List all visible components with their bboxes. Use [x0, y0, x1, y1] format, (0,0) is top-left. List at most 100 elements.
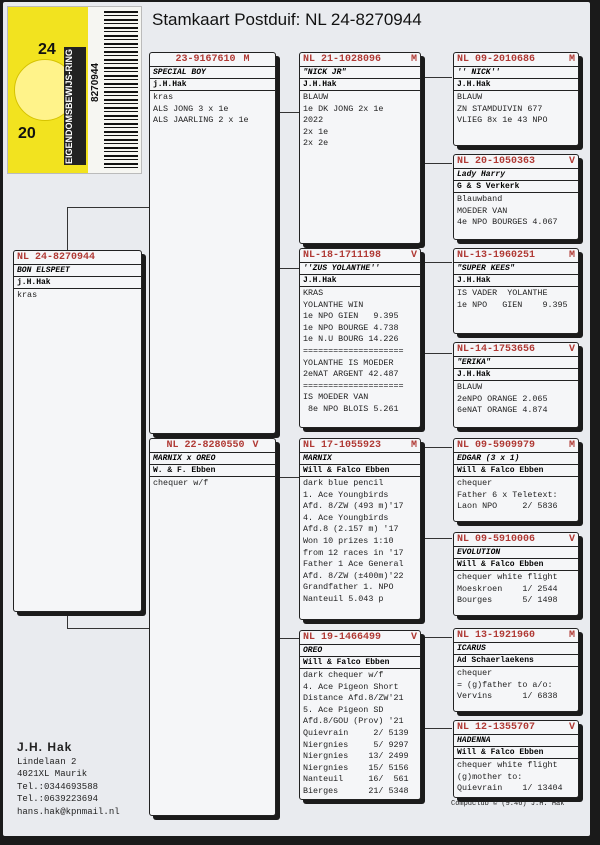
info-line: kras: [153, 92, 174, 102]
info-line: 2x 1e: [303, 126, 329, 137]
connector: [273, 112, 300, 269]
info-line: Quievrain 2/ 5139: [303, 727, 409, 738]
ring-number: NL 13-1921960: [457, 630, 536, 641]
owner: W. & F. Ebben: [150, 465, 275, 477]
ring-number: NL 24-8270944: [17, 252, 96, 263]
info-line: Bourges 5/ 1498: [457, 595, 558, 606]
owner: J.H.Hak: [454, 79, 578, 91]
info-line: 1e N.U BOURG 14.226: [303, 334, 399, 345]
info-line: BLAUW: [303, 92, 329, 102]
sex: M: [568, 54, 575, 65]
ring-number: NL 09-5910006: [457, 534, 536, 545]
info-line: Blauwband: [457, 194, 503, 204]
footer-credit: Compuclub © (9.46) J.H. Hak: [451, 800, 565, 808]
sex: V: [252, 440, 259, 451]
sex: M: [568, 250, 575, 261]
info-line: dark chequer w/f: [303, 670, 384, 680]
info-line: 8e NPO BLOIS 5.261: [303, 403, 399, 414]
info-line: Niergnies 15/ 5156: [303, 762, 409, 773]
pigeon-name: HADENNA: [454, 734, 578, 747]
ring-number: NL 20-1050363: [457, 156, 536, 167]
info-line: KRAS: [303, 288, 324, 298]
info-line: ALS JONG 3 x 1e: [153, 103, 229, 114]
info-line: kras: [17, 290, 38, 300]
owner: Will & Falco Ebben: [454, 559, 578, 571]
owner: G & S Verkerk: [454, 181, 578, 193]
ring-number: NL 12-1355707: [457, 722, 536, 733]
owner: Will & Falco Ebben: [454, 465, 578, 477]
sex: V: [410, 632, 417, 643]
pigeon-name: "SUPER KEES": [454, 262, 578, 275]
ring-number: 23-9167610: [175, 54, 236, 65]
breeder-info: J.H. Hak Lindelaan 2 4021XL Maurik Tel.:…: [17, 738, 120, 818]
info-line: 2022: [303, 115, 324, 126]
info-line: chequer white flight: [457, 760, 558, 770]
info-line: dark blue pencil: [303, 478, 384, 488]
info-line: 1. Ace Youngbirds: [303, 489, 389, 500]
info-line: 1e NPO BOURGE 4.738: [303, 322, 399, 333]
info-line: Distance Afd.8/ZW'21: [303, 693, 404, 704]
info-line: Afd.8/GOU (Prov) '21: [303, 716, 404, 727]
sticker-barcode-icon: [104, 11, 138, 171]
sex: V: [568, 722, 575, 733]
info-line: MOEDER VAN: [457, 205, 508, 216]
ring-number: NL 19-1466499: [303, 632, 382, 643]
info-line: 5. Ace Pigeon SD: [303, 704, 384, 715]
sex: M: [243, 54, 250, 65]
info-line: chequer white flight: [457, 572, 558, 582]
breeder-address: Lindelaan 2: [17, 757, 77, 767]
ring-number: NL-18-1711198: [303, 250, 382, 261]
pigeon-name: BON ELSPEET: [14, 264, 141, 277]
pigeon-card-subject[interactable]: NL 24-8270944 BON ELSPEET j.H.Hak kras: [13, 250, 142, 612]
connector: [419, 262, 452, 354]
sex: V: [568, 534, 575, 545]
breeder-email[interactable]: hans.hak@kpnmail.nl: [17, 806, 120, 817]
info-line: (g)mother to:: [457, 771, 523, 782]
pigeon-name: "NICK JR": [300, 66, 420, 79]
owner: j.H.Hak: [150, 79, 275, 91]
pigeon-name: "ERIKA": [454, 356, 578, 369]
ring-number: NL 21-1028096: [303, 54, 382, 65]
info-line: 4. Ace Pigeon Short: [303, 681, 399, 692]
info-line: Niergnies 5/ 9297: [303, 739, 409, 750]
info-line: 2eNAT ARGENT 42.487: [303, 369, 399, 380]
connector: [273, 477, 300, 639]
info-line: chequer: [457, 668, 493, 678]
pigeon-card-ggp-8[interactable]: NL 12-1355707 V HADENNA Will & Falco Ebbe…: [453, 720, 579, 798]
owner: Ad Schaerlaekens: [454, 655, 578, 667]
info-line: BLAUW: [457, 382, 483, 392]
info-line: 1e DK JONG 2x 1e: [303, 103, 384, 114]
sex: M: [410, 440, 417, 451]
info-line: Laon NPO 2/ 5836: [457, 501, 558, 512]
info-line: Afd. 8/ZW (±400m)'22: [303, 570, 404, 581]
info-line: 2x 2e: [303, 138, 329, 149]
info-line: 4e NPO BOURGES 4.067: [457, 217, 558, 228]
info-line: Bierges 21/ 5348: [303, 785, 409, 796]
sticker-ring-number: 8270944: [90, 63, 101, 102]
breeder-city: 4021XL Maurik: [17, 769, 88, 780]
info-line: VLIEG 8x 1e 43 NPO: [457, 115, 548, 126]
owner: J.H.Hak: [454, 369, 578, 381]
owner: Will & Falco Ebben: [454, 747, 578, 759]
info-line: IS MOEDER VAN: [303, 392, 369, 403]
ring-number: NL-14-1753656: [457, 344, 536, 355]
pigeon-name: OREO: [300, 644, 420, 657]
info-line: ZN STAMDUIVIN 677: [457, 103, 543, 114]
breeder-name: J.H. Hak: [17, 740, 73, 754]
connector: [419, 447, 452, 539]
owner: Will & Falco Ebben: [300, 465, 420, 477]
owner: J.H.Hak: [454, 275, 578, 287]
